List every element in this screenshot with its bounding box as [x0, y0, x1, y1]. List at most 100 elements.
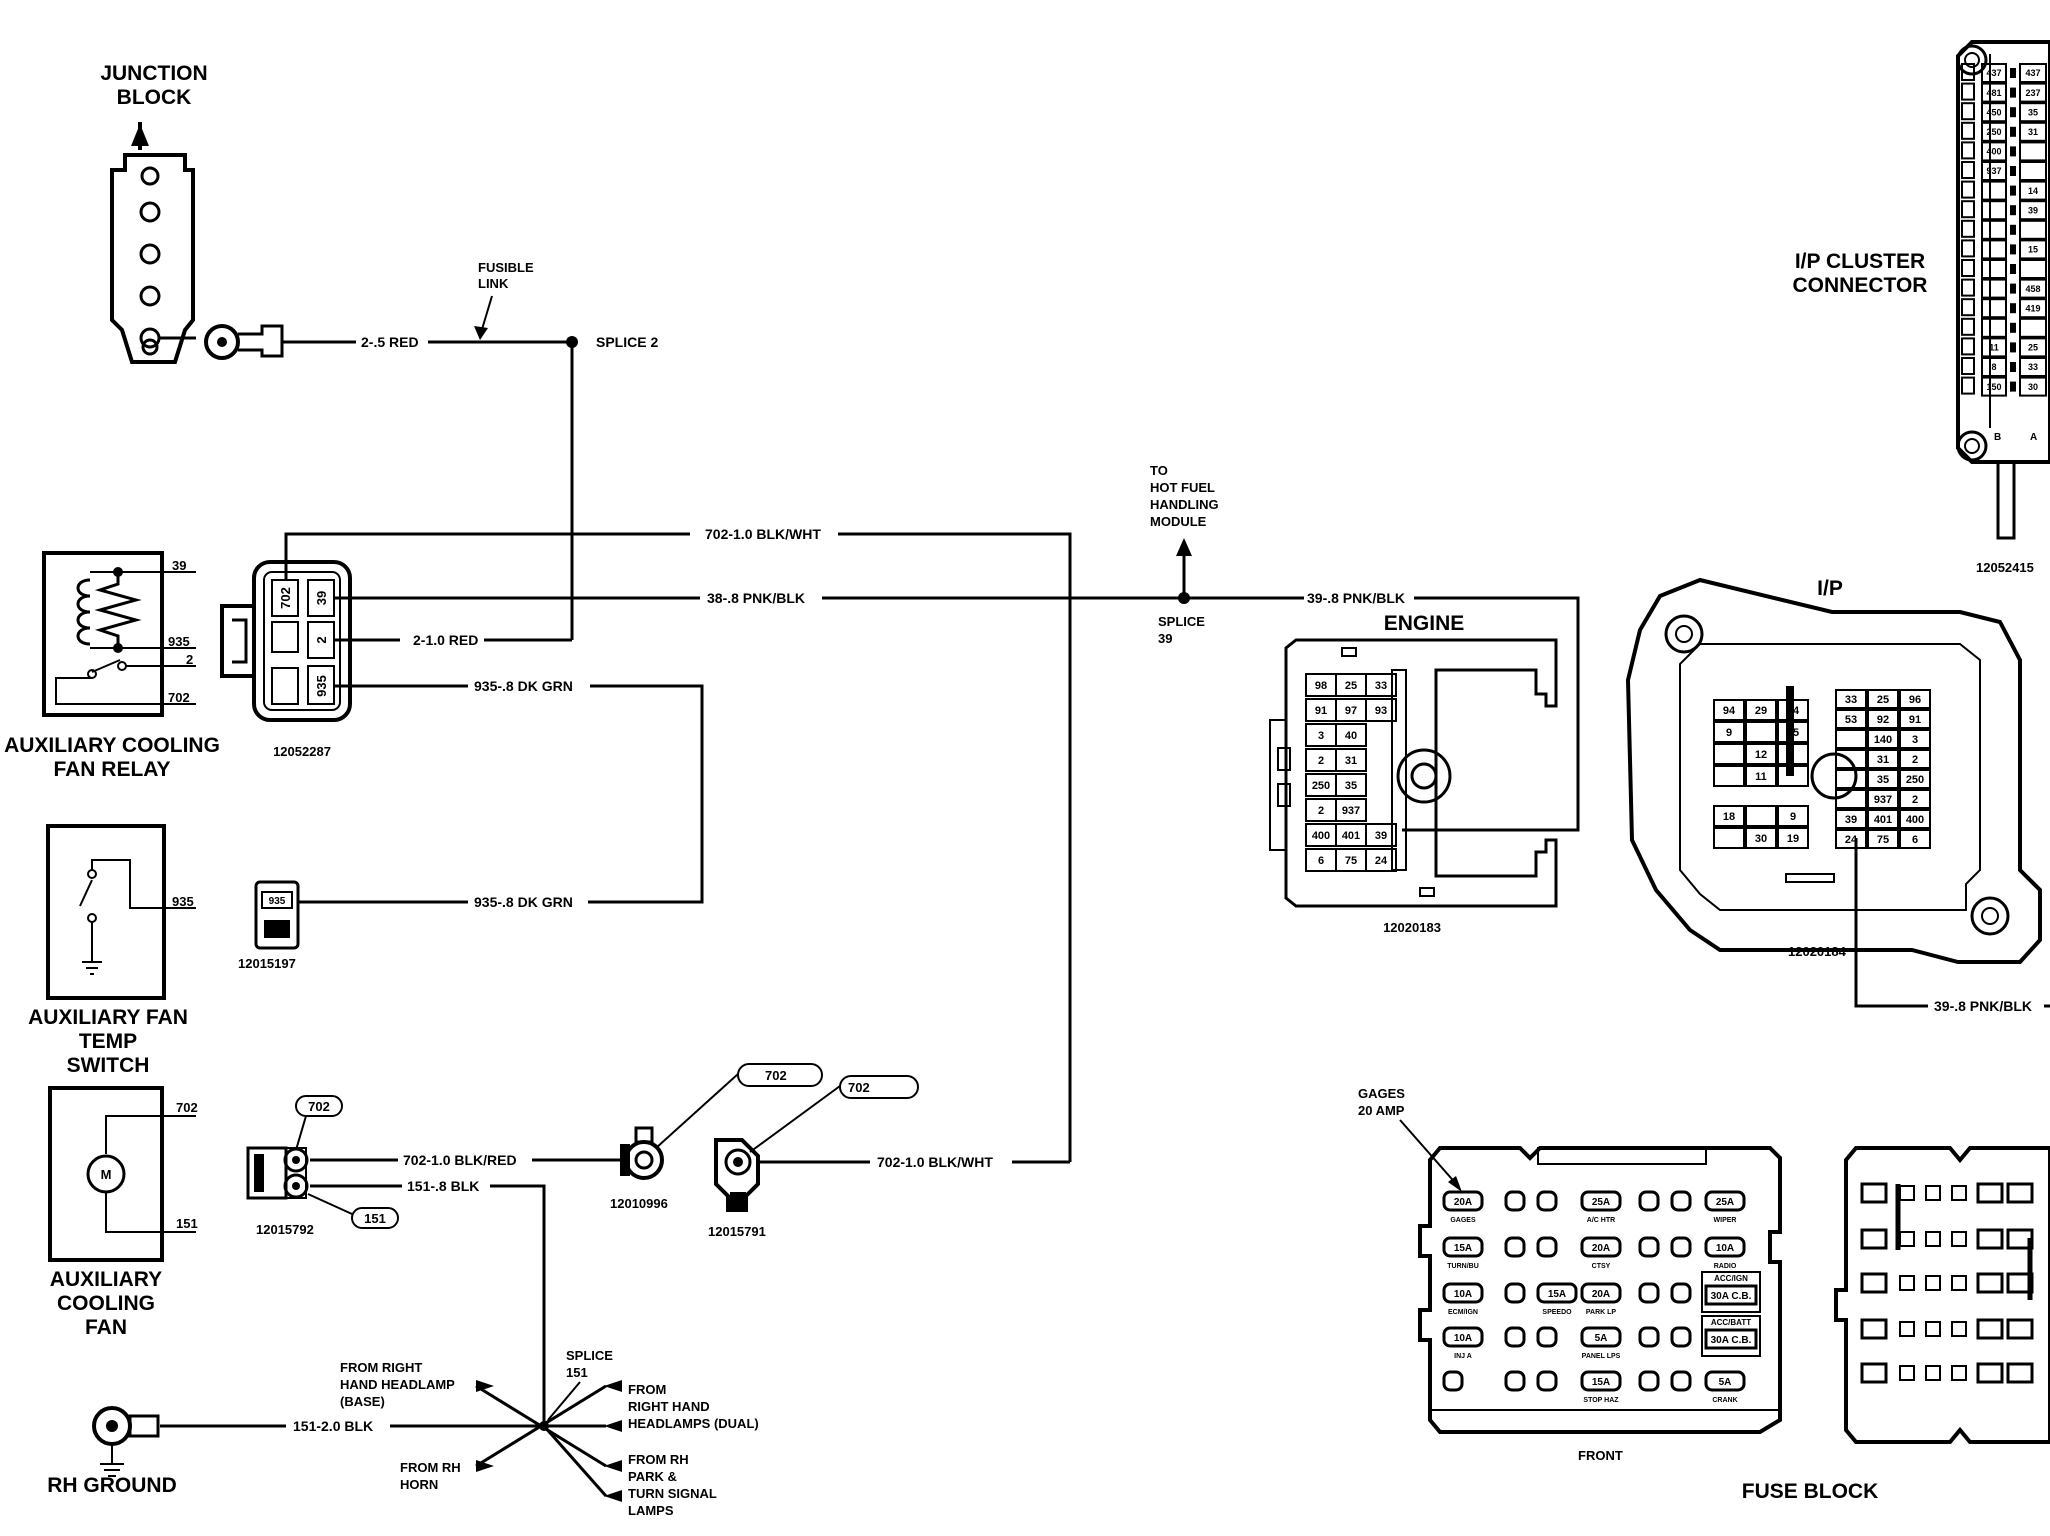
fuse-amp: 20A [1454, 1197, 1472, 1208]
ip-cell [1777, 805, 1809, 827]
junction-block: JUNCTION BLOCK 2-.5 RED SPLICE 2 FUSIBLE… [100, 62, 658, 642]
back-terminal [1976, 1228, 2004, 1250]
fuse-amp: 25A [1592, 1197, 1610, 1208]
ip-cell [1867, 809, 1899, 829]
ipc-divider [2010, 303, 2016, 314]
engine-cell-label: 31 [1345, 755, 1357, 767]
fuse-block-front-body [1418, 1146, 1782, 1434]
from-rh-park-1: FROM RH [628, 1452, 689, 1467]
ipc-cell-right-label: 35 [2028, 107, 2038, 117]
fuse-slot [1504, 1190, 1526, 1212]
ip-cell [1899, 789, 1931, 809]
back-terminal [1860, 1362, 1888, 1384]
from-rh-headlamps-1: FROM [628, 1382, 666, 1397]
ipc-cell-right-label: 237 [2025, 88, 2040, 98]
engine-body [1284, 638, 1558, 908]
ip-cell [1867, 769, 1899, 789]
ip-cell-label: 9 [1726, 727, 1732, 739]
fuse [1442, 1236, 1484, 1258]
ipc-cell-right [2019, 200, 2047, 221]
ipc-cell-right-label: 437 [2025, 68, 2040, 78]
connector-12015791-label: 12015791 [708, 1224, 766, 1239]
back-slot [1899, 1185, 1915, 1201]
ipc-cell-left [1981, 239, 2007, 260]
back-slot [1925, 1365, 1941, 1381]
ipc-cell-left [1981, 219, 2007, 240]
wire-151-gnd: 151-2.0 BLK [293, 1418, 373, 1434]
fuse-slot [1670, 1326, 1692, 1348]
back-slot [1951, 1185, 1967, 1201]
ipc-divider [2010, 224, 2016, 235]
ipc-pin [1961, 239, 1975, 258]
relay-conn-2: 2 [314, 636, 329, 643]
junction-block-title-1: JUNCTION [100, 62, 207, 85]
fuse-name: CTSY [1592, 1263, 1611, 1270]
fuse-amp: 15A [1592, 1377, 1610, 1388]
ip-cell [1713, 699, 1745, 721]
back-slot [1899, 1275, 1915, 1291]
ipc-cell-right [2019, 102, 2047, 123]
hot-fuel-3: HANDLING [1150, 497, 1219, 512]
back-slot [1899, 1321, 1915, 1337]
ip-cell-label: 6 [1912, 834, 1918, 846]
fuse-amp: 20A [1592, 1289, 1610, 1300]
back-slot [1925, 1231, 1941, 1247]
ip-cell-label: 94 [1723, 705, 1736, 717]
ip-cell [1899, 729, 1931, 749]
splice-39-label-1: SPLICE [1158, 614, 1205, 629]
hot-fuel-2: HOT FUEL [1150, 480, 1215, 495]
back-terminal [1976, 1362, 2004, 1384]
fuse-amp: 10A [1454, 1289, 1472, 1300]
ipc-cell-right [2019, 239, 2047, 260]
fuse-name: GAGES [1450, 1217, 1476, 1224]
ipc-cell-right-label: 31 [2028, 127, 2038, 137]
engine-cell [1365, 698, 1397, 722]
switch-connector [254, 880, 300, 950]
back-terminal [2006, 1362, 2034, 1384]
breaker-label: ACC/IGN [1714, 1274, 1748, 1283]
ipc-cell-right [2019, 121, 2047, 142]
ip-cluster-part: 12052415 [1976, 560, 2034, 575]
engine-cell-label: 91 [1315, 705, 1327, 717]
tag-151-fan [351, 1207, 399, 1229]
relay-box [42, 551, 164, 717]
ipc-cell-right-label: 15 [2028, 245, 2038, 255]
ipc-pin [1961, 180, 1975, 199]
ip-cell [1835, 729, 1867, 749]
engine-cell-label: 2 [1318, 755, 1324, 767]
engine-title: ENGINE [1384, 612, 1465, 635]
ip-cell [1835, 749, 1867, 769]
ipc-cell-left [1981, 161, 2007, 181]
ip-cell-label: 29 [1755, 705, 1767, 717]
wire-2-5-red: 2-.5 RED [361, 334, 419, 350]
ip-cell [1835, 769, 1867, 789]
fuse-amp: 25A [1716, 1197, 1734, 1208]
ipc-cell-right [2019, 141, 2047, 162]
fuse [1580, 1326, 1622, 1348]
aux-cooling-fan: 702 M 151 AUXILIARY COOLING FAN 702 151 … [48, 1086, 620, 1426]
fuse-amp: 10A [1716, 1243, 1734, 1254]
fuse [1536, 1282, 1578, 1304]
fuse-name: WIPER [1714, 1217, 1737, 1224]
fuse-slot [1504, 1370, 1526, 1392]
ip-cell [1745, 805, 1777, 827]
ipc-cell-left-label: 400 [1986, 147, 2001, 157]
ip-cell [1777, 699, 1809, 721]
back-terminal [1976, 1182, 2004, 1204]
ipc-divider [2010, 244, 2016, 255]
back-slot [1899, 1231, 1915, 1247]
ip-cell [1713, 765, 1745, 787]
relay-term-935: 935 [168, 634, 190, 649]
ip-cluster-title-1: I/P CLUSTER [1795, 250, 1925, 273]
engine-cell-label: 6 [1318, 855, 1324, 867]
splice-39: TO HOT FUEL HANDLING MODULE SPLICE 39 39… [1150, 463, 1580, 832]
wire-38-pnk: 38-.8 PNK/BLK [707, 590, 805, 606]
ip-cell [1777, 721, 1809, 743]
ipc-cell-left-label: 8 [1991, 362, 1996, 372]
ip-cell [1713, 743, 1745, 765]
splice-39-label-2: 39 [1158, 631, 1172, 646]
breaker-amp: 30A C.B. [1711, 1291, 1752, 1302]
rh-ground-label: RH GROUND [47, 1474, 177, 1497]
fuse-back-grid [1860, 1182, 2034, 1384]
